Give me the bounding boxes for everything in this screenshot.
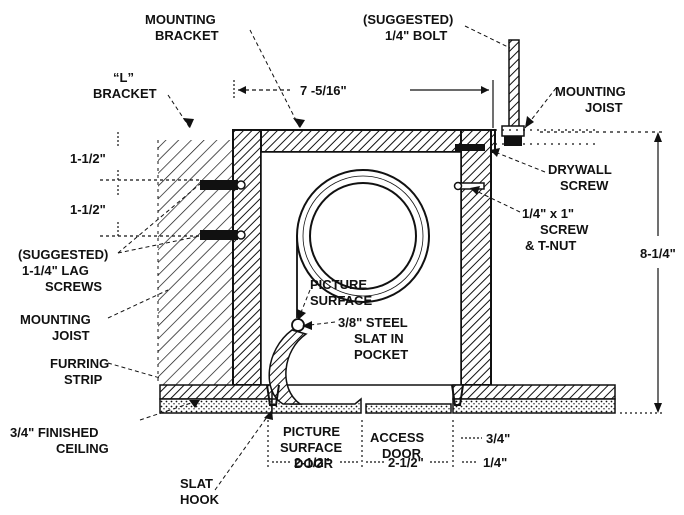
- svg-text:DRYWALL: DRYWALL: [548, 162, 612, 177]
- dim-upper: 1-1/2": [70, 151, 106, 166]
- dim-reveal: 1/4": [483, 455, 507, 470]
- label-l-bracket: “L” BRACKET: [93, 70, 157, 101]
- label-mounting-bracket: MOUNTING BRACKET: [145, 12, 219, 43]
- svg-text:MOUNTING: MOUNTING: [555, 84, 626, 99]
- label-mounting-joist-left: MOUNTING JOIST: [20, 312, 91, 343]
- svg-text:3/4" FINISHED: 3/4" FINISHED: [10, 425, 99, 440]
- svg-text:SCREW: SCREW: [560, 178, 609, 193]
- svg-text:MOUNTING: MOUNTING: [145, 12, 216, 27]
- svg-text:1-1/4" LAG: 1-1/4" LAG: [22, 263, 89, 278]
- access-door: [365, 403, 452, 414]
- label-lag-screws: (SUGGESTED) 1-1/4" LAG SCREWS: [18, 247, 108, 294]
- finished-ceiling: [159, 398, 616, 414]
- svg-text:DOOR: DOOR: [294, 456, 334, 471]
- dim-lower: 1-1/2": [70, 202, 106, 217]
- svg-text:HOOK: HOOK: [180, 492, 220, 507]
- suggested-bolt: [501, 39, 525, 146]
- label-suggested-bolt: (SUGGESTED) 1/4" BOLT: [363, 12, 453, 43]
- svg-text:SLAT: SLAT: [180, 476, 213, 491]
- svg-text:(SUGGESTED): (SUGGESTED): [18, 247, 108, 262]
- label-finished-ceiling: 3/4" FINISHED CEILING: [10, 425, 109, 456]
- slat-hook: [266, 384, 280, 406]
- svg-text:1/4" x 1": 1/4" x 1": [522, 206, 574, 221]
- label-furring-strip: FURRING STRIP: [50, 356, 109, 387]
- dim-width: 7 -5/16": [300, 83, 347, 98]
- label-drywall-screw: DRYWALL SCREW: [548, 162, 612, 193]
- leader-lines: [107, 25, 557, 491]
- svg-text:DOOR: DOOR: [382, 446, 422, 461]
- svg-text:SCREWS: SCREWS: [45, 279, 102, 294]
- svg-text:CEILING: CEILING: [56, 441, 109, 456]
- label-access-door: ACCESS DOOR: [370, 430, 425, 461]
- arrowheads: [183, 86, 662, 420]
- svg-text:BRACKET: BRACKET: [155, 28, 219, 43]
- svg-text:(SUGGESTED): (SUGGESTED): [363, 12, 453, 27]
- svg-text:MOUNTING: MOUNTING: [20, 312, 91, 327]
- svg-text:PICTURE: PICTURE: [310, 277, 367, 292]
- dim-height: 8-1/4": [640, 246, 676, 261]
- drywall-screw: [455, 144, 485, 151]
- svg-text:BRACKET: BRACKET: [93, 86, 157, 101]
- svg-text:SCREW: SCREW: [540, 222, 589, 237]
- dim-ceiling: 3/4": [486, 431, 510, 446]
- svg-text:3/8" STEEL: 3/8" STEEL: [338, 315, 408, 330]
- access-door-latch: [451, 384, 464, 406]
- label-slat-hook: SLAT HOOK: [180, 476, 220, 507]
- svg-text:SURFACE: SURFACE: [310, 293, 372, 308]
- left-mounting-joist: [157, 140, 235, 385]
- svg-text:JOIST: JOIST: [52, 328, 90, 343]
- svg-text:1/4" BOLT: 1/4" BOLT: [385, 28, 447, 43]
- svg-text:POCKET: POCKET: [354, 347, 408, 362]
- label-mounting-joist-right: MOUNTING JOIST: [555, 84, 626, 115]
- svg-text:FURRING: FURRING: [50, 356, 109, 371]
- label-picture-surface-door: PICTURE SURFACE DOOR: [280, 424, 342, 471]
- svg-text:ACCESS: ACCESS: [370, 430, 425, 445]
- dim-door-right: 2-1/2": [388, 455, 424, 470]
- dim-door-left: 2-1/2": [294, 455, 330, 470]
- t-nut-screw: [453, 181, 485, 191]
- svg-text:STRIP: STRIP: [64, 372, 103, 387]
- svg-text:JOIST: JOIST: [585, 100, 623, 115]
- lag-screws: [200, 180, 246, 240]
- picture-surface-roller: [296, 169, 430, 318]
- dimension-lines: [100, 80, 665, 470]
- label-steel-slat: 3/8" STEEL SLAT IN POCKET: [338, 315, 408, 362]
- svg-text:SLAT IN: SLAT IN: [354, 331, 404, 346]
- svg-text:& T-NUT: & T-NUT: [525, 238, 576, 253]
- furring-strip: [159, 384, 616, 400]
- svg-text:“L”: “L”: [113, 70, 134, 85]
- svg-text:PICTURE: PICTURE: [283, 424, 340, 439]
- label-picture-surface: PICTURE SURFACE: [310, 277, 372, 308]
- label-screw-tnut: 1/4" x 1" SCREW & T-NUT: [522, 206, 589, 253]
- svg-text:SURFACE: SURFACE: [280, 440, 342, 455]
